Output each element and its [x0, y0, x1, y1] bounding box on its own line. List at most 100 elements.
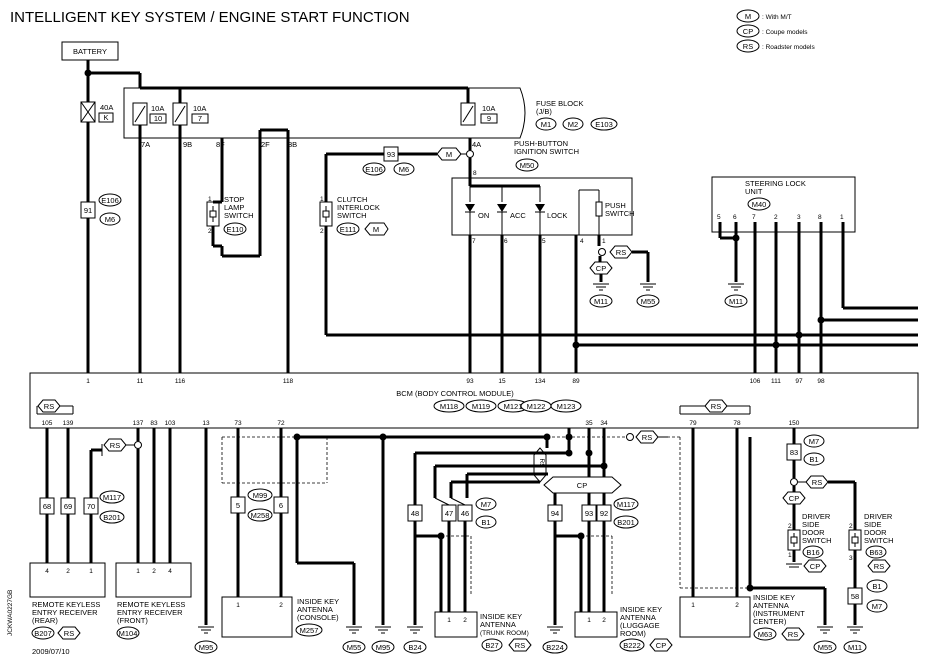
pb-gnd-m11: M11 — [594, 297, 608, 306]
pb-pin-5: 5 — [542, 238, 546, 245]
ground-m55-pb: M55 — [636, 283, 660, 308]
bcm-conn-4: M122 — [527, 402, 546, 411]
door-r-opt: RS — [874, 562, 884, 571]
rke-rear-label-3: (REAR) — [32, 616, 58, 625]
door-jconn-m7: M7 — [809, 437, 819, 446]
rke-jc-68: 68 — [43, 502, 51, 511]
steer-label-2: UNIT — [745, 187, 763, 196]
pb-led-acc: ACC — [510, 211, 526, 220]
pb-led-on: ON — [478, 211, 489, 220]
instr-label-3: (INSTRUMENT — [753, 609, 805, 618]
remote-keyless-entry-receiver-front: 1 2 4 REMOTE KEYLESS ENTRY RECEIVER (FRO… — [115, 562, 192, 640]
rke-front-pin-2: 2 — [152, 568, 156, 575]
bcm-pin-13: 13 — [202, 420, 210, 427]
legend-text-cp: : Coupe models — [762, 29, 808, 36]
trunk-rs: RS — [642, 433, 652, 442]
luggage-jconn-b201: B201 — [617, 518, 635, 527]
rke-front-pin-4: 4 — [168, 568, 172, 575]
console-gnd-m95: M95 — [376, 643, 391, 652]
clutch-conn: E111 — [340, 225, 356, 234]
battery-label: BATTERY — [73, 47, 107, 56]
pb-sw-2: SWITCH — [605, 209, 635, 218]
pb-label-2: IGNITION SWITCH — [514, 147, 579, 156]
luggage-conn: B222 — [623, 641, 641, 650]
rke-rear-conn: B207 — [34, 629, 52, 638]
luggage-label-3: (LUGGAGE — [620, 621, 660, 630]
gnd-m95-a: M95 — [199, 643, 214, 652]
instr-label-4: CENTER) — [753, 617, 787, 626]
legend-text-m: : With M/T — [762, 14, 792, 21]
pb-cp: CP — [596, 264, 606, 273]
bcm-pin-89: 89 — [572, 378, 580, 385]
ground-m55-instr: M55 — [813, 626, 837, 654]
rke-rear-label-1: REMOTE KEYLESS — [32, 600, 100, 609]
door-jconn-b1: B1 — [809, 455, 818, 464]
trunk-jc-48: 48 — [411, 509, 419, 518]
pb-led-lock: LOCK — [547, 211, 567, 220]
rke-jconn-m117: M117 — [103, 493, 121, 502]
fuse-block-conn-m1: M1 — [541, 120, 551, 129]
legend-code-cp: CP — [743, 27, 753, 36]
steer-pin-5: 5 — [717, 214, 721, 221]
clutch-p2: 2 — [320, 228, 324, 235]
instr-conn: M63 — [758, 630, 773, 639]
door-l-opt: CP — [810, 562, 820, 571]
push-button-ignition-switch: PUSH-BUTTON IGNITION SWITCH M50 8 ON ACC… — [451, 139, 635, 245]
stop-p1: 1 — [208, 196, 212, 203]
bcm-pin-116: 116 — [175, 378, 186, 385]
bcm-conn-3: M121 — [504, 402, 523, 411]
bcm-pin-79: 79 — [689, 420, 697, 427]
fuse-40a: 40A K — [80, 101, 114, 123]
stop-conn: E110 — [227, 225, 244, 234]
door-r-conn: B63 — [869, 548, 882, 557]
inside-key-antenna-console: 1 2 INSIDE KEY ANTENNA (CONSOLE) M257 — [221, 596, 339, 638]
instr-label-1: INSIDE KEY — [753, 593, 795, 602]
rke-front-conn: M104 — [119, 629, 138, 638]
bcm-pin-134: 134 — [535, 378, 546, 385]
door-l-conn: B16 — [806, 548, 819, 557]
connector-93: 93 E106 M6 M — [362, 146, 462, 176]
rke-jc-69: 69 — [64, 502, 72, 511]
rke-rs: RS — [110, 441, 120, 450]
console-pin-1: 1 — [236, 602, 240, 609]
term-7a: 7A — [141, 140, 150, 149]
steer-pin-3: 3 — [797, 214, 801, 221]
door-jc-83: 83 — [790, 448, 798, 457]
rke-rear-pin-2: 2 — [66, 568, 70, 575]
bcm-pin-118: 118 — [283, 378, 294, 385]
steer-pin-2: 2 — [774, 214, 778, 221]
pb-sw-1: PUSH — [605, 201, 626, 210]
console-jconn-m258: M258 — [251, 511, 270, 520]
c91-conn-m6: M6 — [105, 215, 115, 224]
fuse-block: FUSE BLOCK (J/B) M1 M2 E103 — [123, 87, 618, 139]
bcm-pin-97: 97 — [795, 378, 803, 385]
luggage-pin-1: 1 — [587, 617, 591, 624]
door-r-label-4: SWITCH — [864, 536, 894, 545]
door-l-label-1: DRIVER — [802, 512, 831, 521]
fuse-9-amp: 10A — [482, 104, 495, 113]
bcm-pin-106: 106 — [750, 378, 761, 385]
pb-pin-4: 4 — [580, 238, 584, 245]
pb-conn: M50 — [520, 161, 535, 170]
pb-gnd-m55: M55 — [641, 297, 656, 306]
diagram-date: 2009/07/10 — [32, 647, 70, 656]
door-r-label-2: SIDE — [864, 520, 882, 529]
door-r-label-1: DRIVER — [864, 512, 893, 521]
clutch-label-3: SWITCH — [337, 211, 367, 220]
ground-m55-console: M55 — [342, 626, 366, 654]
fuse-block-title-1: FUSE BLOCK — [536, 99, 584, 108]
bcm-conn-5: M123 — [557, 402, 576, 411]
c91-conn-e106: E106 — [101, 196, 119, 205]
instr-pin-2: 2 — [735, 602, 739, 609]
clutch-interlock-switch: 1 2 CLUTCH INTERLOCK SWITCH E111 M — [319, 195, 389, 236]
steer-pin-6: 6 — [733, 214, 737, 221]
bcm-pin-73: 73 — [234, 420, 242, 427]
luggage-joint-connectors: 94 93 92 M117 B201 — [547, 497, 639, 529]
legend-code-rs: RS — [743, 42, 753, 51]
bcm-pin-111: 111 — [771, 378, 781, 385]
rke-rear-opt: RS — [64, 629, 74, 638]
bcm-pin-1: 1 — [86, 378, 90, 385]
stop-p2: 2 — [208, 228, 212, 235]
fuse-10-amp: 10A — [151, 104, 164, 113]
